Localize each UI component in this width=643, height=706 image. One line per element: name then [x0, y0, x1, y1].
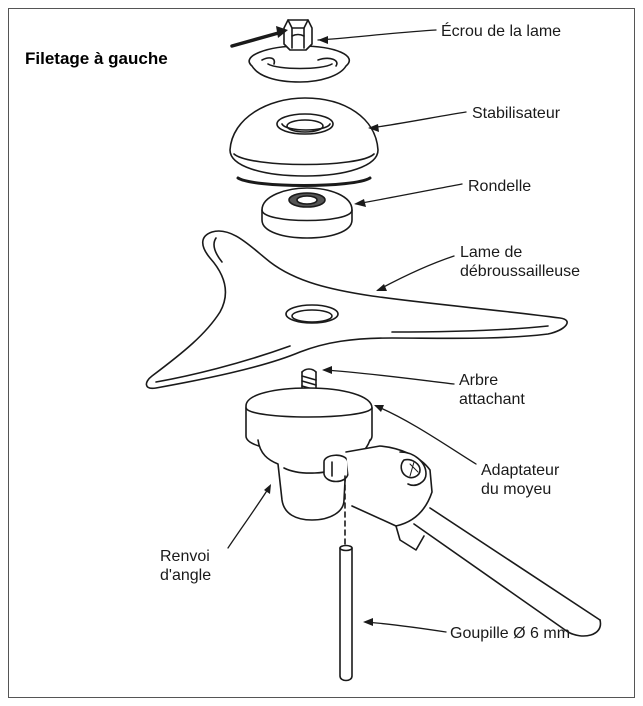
- leader-lines: [227, 29, 477, 633]
- ring-part: [236, 176, 372, 187]
- blade-label-line2: débroussailleuse: [460, 263, 581, 280]
- shaft-label: Arbre attachant: [459, 371, 525, 409]
- gearhead-label-line2: d'angle: [160, 567, 212, 584]
- stabilizer-label: Stabilisateur: [472, 105, 561, 122]
- pin-label: Goupille Ø 6 mm: [450, 625, 571, 642]
- left-thread-arrow: [230, 26, 288, 48]
- pin-part: [339, 544, 353, 682]
- blade-label-line1: Lame de: [460, 244, 523, 261]
- blade-nut-label: Écrou de la lame: [441, 23, 562, 40]
- gearhead-label-line1: Renvoi: [160, 548, 210, 565]
- adapter-label-line1: Adaptateur: [481, 462, 560, 479]
- blade-part: [145, 230, 568, 390]
- shaft-label-line2: attachant: [459, 391, 525, 408]
- washer-part: [261, 187, 353, 239]
- left-thread-label: Filetage à gauche: [25, 49, 168, 68]
- gearhead-part: [245, 387, 602, 637]
- washer-label: Rondelle: [468, 178, 532, 195]
- gearhead-label: Renvoi d'angle: [160, 547, 211, 585]
- blade-nut-part: [248, 19, 350, 83]
- adapter-label-line2: du moyeu: [481, 481, 552, 498]
- blade-label: Lame de débroussailleuse: [460, 243, 580, 281]
- stabilizer-part: [229, 97, 379, 177]
- shaft-label-line1: Arbre: [459, 372, 499, 389]
- adapter-label: Adaptateur du moyeu: [481, 461, 559, 499]
